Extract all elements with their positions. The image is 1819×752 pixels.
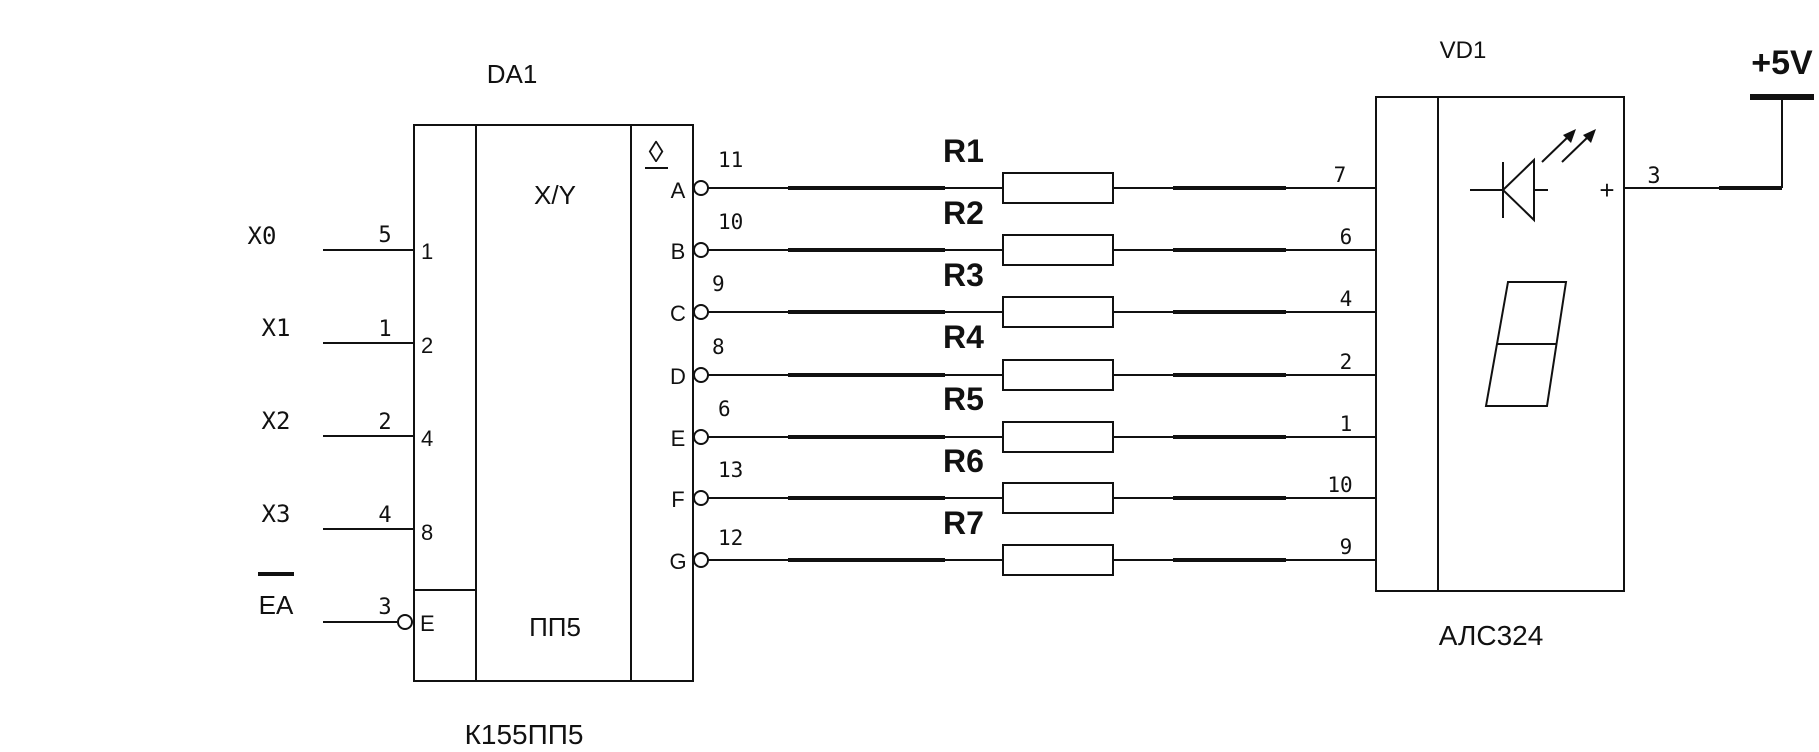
dd1-output-pin: 6 <box>718 397 731 421</box>
power-label: +5V <box>1751 44 1813 82</box>
dd1-output-seg: F <box>671 487 684 512</box>
dd1-output-pin: 11 <box>718 148 743 172</box>
resistor <box>1002 359 1114 391</box>
dd1-input: X1 1 2 <box>262 314 434 358</box>
dd1-output-inversion-circle <box>693 242 709 258</box>
enable-name: EA <box>259 590 294 620</box>
enable-pin: 3 <box>378 595 391 620</box>
vd1-input-pin: 9 <box>1340 535 1353 559</box>
dd1-function-label: X/Y <box>534 180 576 210</box>
input-name: X1 <box>262 314 291 342</box>
vd1-input-pin: 1 <box>1340 412 1353 436</box>
dd1-output-seg: A <box>671 178 686 203</box>
input-pin: 2 <box>378 410 391 435</box>
enable-inversion-circle <box>397 614 413 630</box>
vd1-input-pin: 7 <box>1334 163 1347 187</box>
dd1-output-pin: 10 <box>718 210 743 234</box>
resistor-ref: R4 <box>943 319 984 355</box>
segment-line: D 8 R4 2 D <box>670 319 1395 391</box>
dd1-output-inversion-circle <box>693 552 709 568</box>
vd1-input-pin: 2 <box>1340 350 1353 374</box>
input-weight: 4 <box>421 426 433 451</box>
open-collector-icon: ◊ <box>649 136 664 169</box>
segment-line: B 10 R2 6 B <box>671 195 1394 266</box>
dd1-enable: EA 3 E <box>258 572 435 636</box>
vd1-anode-pin: 3 <box>1647 164 1660 189</box>
dd1-input: X2 2 4 <box>262 407 434 451</box>
dd1-output-inversion-circle <box>693 490 709 506</box>
input-name: X0 <box>248 222 277 250</box>
resistor <box>1002 482 1114 514</box>
dd1-chip: DA1 X/Y ПП5 К155ПП5 ◊ EA 3 E <box>258 59 694 750</box>
dd1-output-pin: 13 <box>718 458 743 482</box>
input-pin: 4 <box>378 503 391 528</box>
dd1-output-inversion-circle <box>693 304 709 320</box>
dd1-output-inversion-circle <box>693 180 709 196</box>
resistor-ref: R2 <box>943 195 984 231</box>
vd1-input-pin: 6 <box>1340 225 1353 249</box>
vd1-input-pin: 10 <box>1327 473 1352 497</box>
vd1-anode-label: + <box>1599 175 1614 205</box>
dd1-output-inversion-circle <box>693 429 709 445</box>
vd1-display: VD1 АЛС324 + 3 <box>1375 37 1783 651</box>
dd1-output-seg: D <box>670 364 686 389</box>
resistor-ref: R1 <box>943 133 984 169</box>
dd1-output-pin: 9 <box>712 272 725 296</box>
dd1-ref: DA1 <box>487 59 538 89</box>
resistor-ref: R5 <box>943 381 984 417</box>
dd1-output-seg: B <box>671 239 686 264</box>
dd1-output-seg: C <box>670 301 686 326</box>
resistor <box>1002 296 1114 328</box>
dd1-output-pin: 12 <box>718 526 743 550</box>
dd1-code-label: ПП5 <box>529 612 581 642</box>
vd1-part-label: АЛС324 <box>1439 620 1544 651</box>
input-pin: 5 <box>378 223 391 248</box>
segment-line: A 11 R1 7 A <box>671 133 1394 204</box>
dd1-input: X3 4 8 <box>262 500 434 545</box>
vd1-input-pin: 4 <box>1340 287 1353 311</box>
dd1-output-seg: E <box>671 426 686 451</box>
power-supply: +5V <box>1750 44 1814 100</box>
input-weight: 2 <box>421 333 433 358</box>
input-name: X2 <box>262 407 291 435</box>
segment-line: C 9 R3 4 C <box>670 257 1395 328</box>
input-name: X3 <box>262 500 291 528</box>
dd1-part-label: К155ПП5 <box>465 719 584 750</box>
input-weight: 8 <box>421 520 433 545</box>
input-weight: 1 <box>421 239 433 264</box>
resistor <box>1002 544 1114 576</box>
dd1-output-inversion-circle <box>693 367 709 383</box>
vd1-ref: VD1 <box>1440 37 1487 64</box>
seven-segment-icon <box>1484 281 1568 407</box>
resistor <box>1002 421 1114 453</box>
segment-line: G 12 R7 9 G <box>669 505 1396 576</box>
enable-label: E <box>420 611 435 636</box>
led-icon <box>1470 129 1596 223</box>
segment-line: F 13 R6 10 F <box>671 443 1392 514</box>
segment-line: E 6 R5 1 E <box>671 381 1394 453</box>
input-pin: 1 <box>378 317 391 342</box>
dd1-inputs: X0 5 1 X1 1 2 X2 2 4 X3 4 8 <box>248 222 434 545</box>
resistor <box>1002 234 1114 266</box>
resistor <box>1002 172 1114 204</box>
resistor-ref: R7 <box>943 505 984 541</box>
resistor-ref: R6 <box>943 443 984 479</box>
dd1-output-seg: G <box>669 549 686 574</box>
dd1-input: X0 5 1 <box>248 222 434 264</box>
dd1-output-pin: 8 <box>712 335 725 359</box>
segment-lines: A 11 R1 7 A B 10 R2 6 B C <box>669 133 1396 576</box>
resistor-ref: R3 <box>943 257 984 293</box>
dd1-body <box>413 124 694 682</box>
